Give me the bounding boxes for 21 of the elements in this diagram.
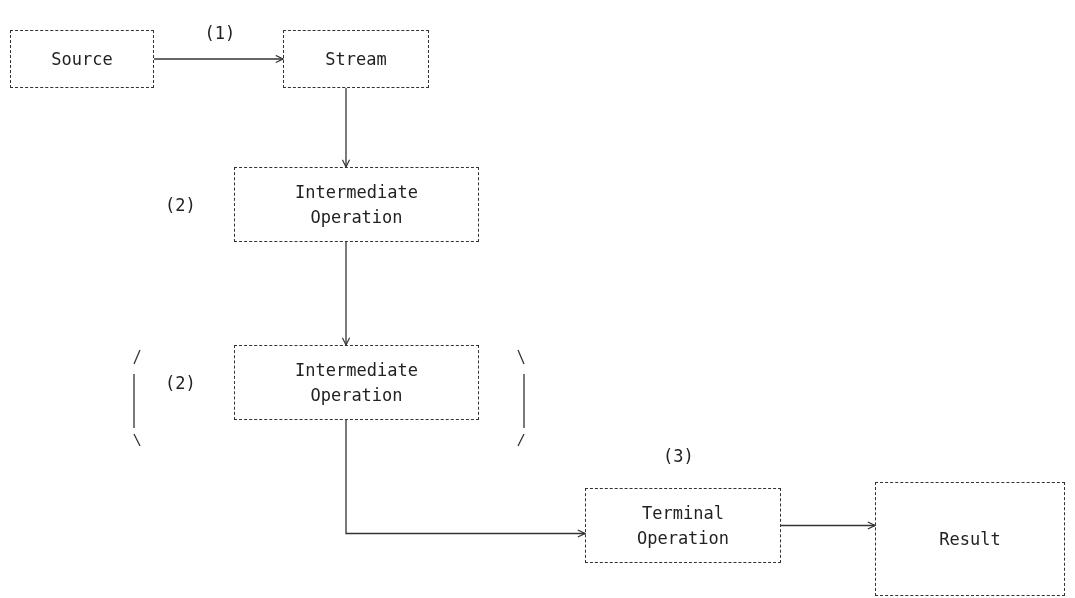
arrow [345, 419, 586, 538]
step-number: (3) [663, 446, 694, 466]
process-box [10, 30, 154, 88]
arrow [153, 54, 284, 64]
step-number: (2) [165, 195, 196, 215]
step-number: (2) [165, 373, 196, 393]
box-label: Result [939, 527, 1001, 551]
process-box [234, 167, 479, 242]
box-label: Source [51, 47, 113, 71]
box-label: Stream [325, 47, 387, 71]
box-label: Intermediate Operation [294, 180, 419, 229]
box-label: Terminal Operation [635, 501, 731, 550]
process-box [875, 482, 1065, 596]
process-box [234, 345, 479, 420]
process-box [283, 30, 429, 88]
box-label: Intermediate Operation [294, 358, 419, 407]
arrow [341, 241, 351, 346]
arrow [780, 521, 876, 530]
arrow [341, 87, 351, 168]
process-box [585, 488, 781, 563]
edge-label: (1) [204, 23, 236, 43]
